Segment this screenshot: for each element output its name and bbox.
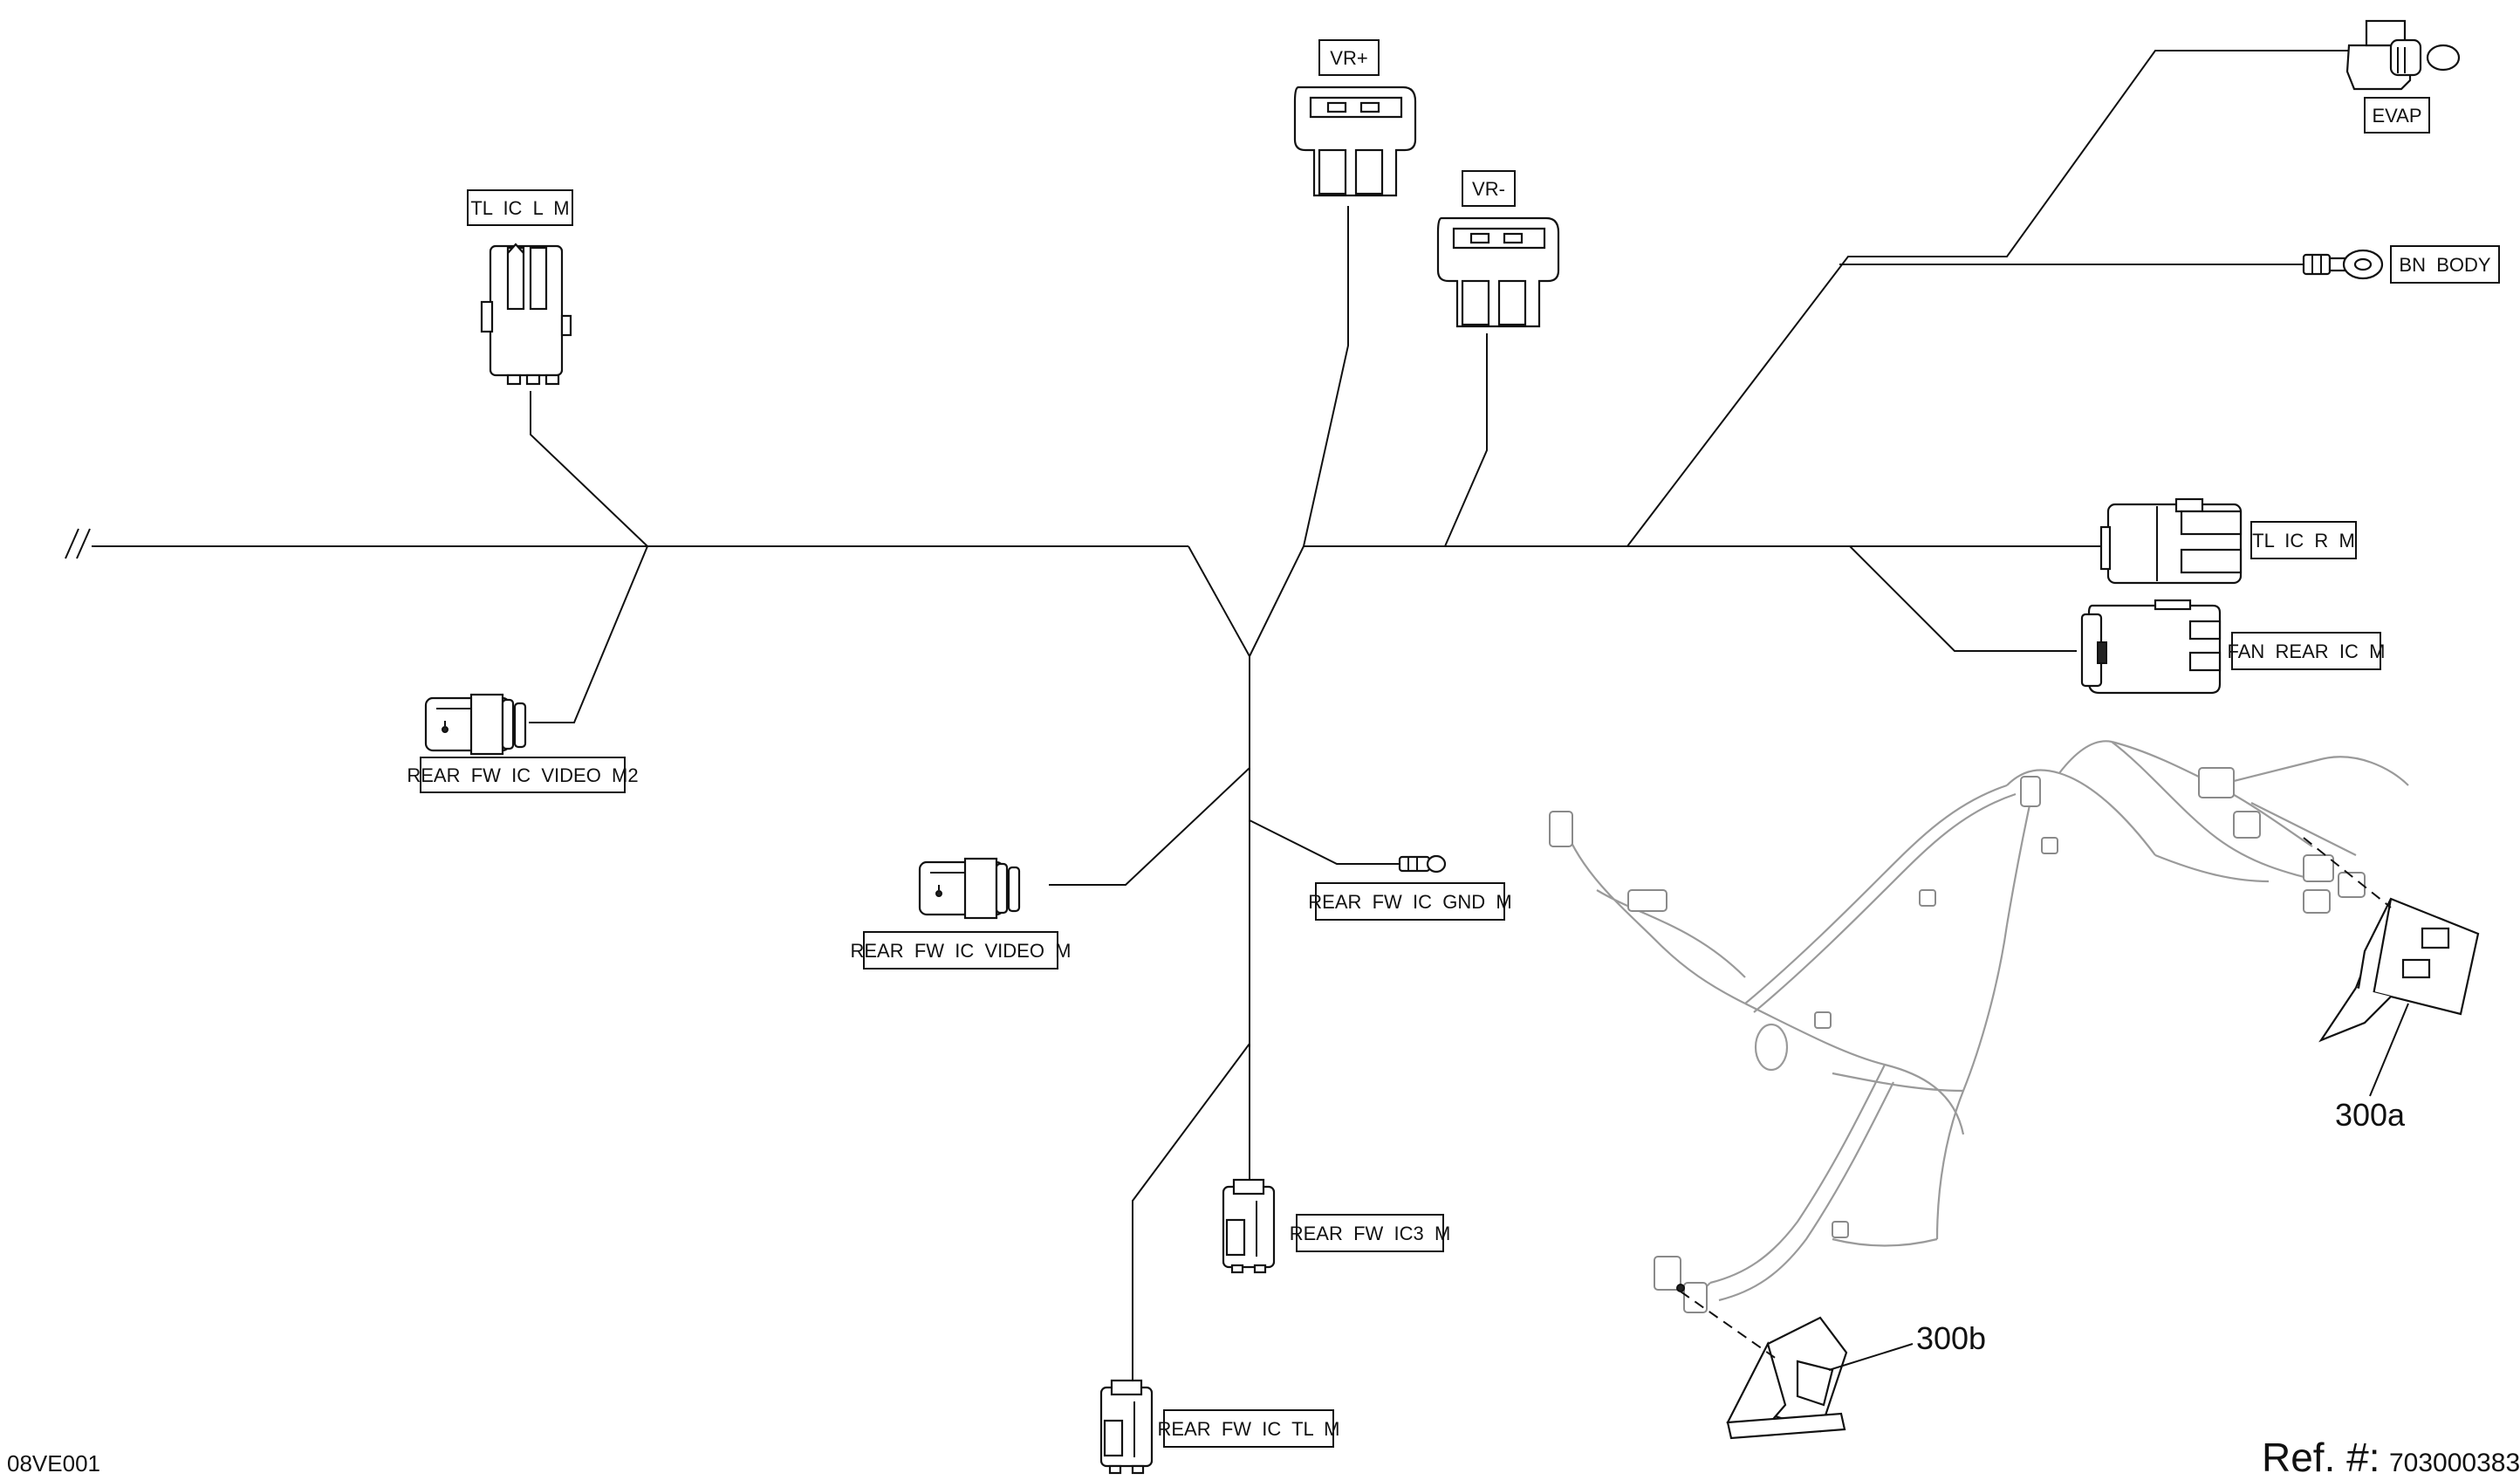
- rear-fw-ic-video-m-connector: [918, 857, 1021, 920]
- tag-bn-body-text: BN BODY: [2399, 254, 2490, 276]
- tag-vr-minus-text: VR-: [1472, 178, 1505, 200]
- rear-fw-ic-gnd-m-connector: [1398, 854, 1447, 874]
- tag-tl-ic-l-m-text: TL IC L M: [470, 197, 569, 219]
- bracket-300b: [1676, 1284, 1914, 1440]
- tag-tl-ic-r-m-text: TL IC R M: [2252, 530, 2355, 552]
- tag-rear-fw-ic-video-m2-text: REAR FW IC VIDEO M2: [407, 764, 638, 786]
- tag-rear-fw-ic-video-m: REAR FW IC VIDEO M: [850, 931, 1072, 970]
- fan-rear-ic-m-connector: [2080, 599, 2222, 695]
- drawing-code: 08VE001: [7, 1450, 100, 1477]
- tag-rear-fw-ic-tl-m: REAR FW IC TL M: [1157, 1409, 1340, 1448]
- main-harness-trunk: [65, 528, 2103, 1187]
- rear-fw-ic3-m-connector: [1222, 1178, 1276, 1274]
- callout-300b: 300b: [1916, 1320, 1986, 1356]
- tag-rear-fw-ic-tl-m-text: REAR FW IC TL M: [1157, 1418, 1339, 1440]
- rear-fw-ic-tl-m-connector: [1099, 1379, 1154, 1475]
- bracket-300a: [2303, 837, 2480, 1097]
- tag-vr-plus-text: VR+: [1330, 47, 1367, 69]
- tag-evap-text: EVAP: [2372, 105, 2421, 127]
- tag-vr-plus: VR+: [1318, 39, 1380, 76]
- vr-plus-connector: [1293, 86, 1417, 197]
- tag-tl-ic-r-m: TL IC R M: [2250, 521, 2357, 559]
- vr-minus-connector: [1436, 216, 1560, 328]
- rear-fw-ic-video-m2-connector: [424, 693, 527, 756]
- tag-rear-fw-ic-gnd-m-text: REAR FW IC GND M: [1308, 891, 1511, 913]
- tag-rear-fw-ic-video-m2: REAR FW IC VIDEO M2: [407, 757, 639, 793]
- tag-evap: EVAP: [2364, 97, 2430, 134]
- tag-rear-fw-ic3-m-text: REAR FW IC3 M: [1290, 1223, 1451, 1244]
- harness-isometric-view: [1549, 740, 2409, 1313]
- tag-vr-minus: VR-: [1462, 170, 1516, 207]
- callout-300a: 300a: [2335, 1097, 2406, 1133]
- tag-bn-body: BN BODY: [2390, 245, 2500, 284]
- ref-number: 703000383: [2389, 1449, 2520, 1477]
- ref-label: Ref. #:: [2262, 1435, 2380, 1480]
- evap-connector: [2345, 19, 2461, 91]
- tag-rear-fw-ic-video-m-text: REAR FW IC VIDEO M: [850, 940, 1071, 962]
- tag-rear-fw-ic-gnd-m: REAR FW IC GND M: [1308, 882, 1512, 921]
- tag-rear-fw-ic3-m: REAR FW IC3 M: [1290, 1214, 1451, 1252]
- tag-fan-rear-ic-m: FAN REAR IC M: [2228, 632, 2386, 670]
- tag-fan-rear-ic-m-text: FAN REAR IC M: [2228, 641, 2386, 662]
- tl-ic-l-m-connector: [480, 243, 572, 386]
- tag-tl-ic-l-m: TL IC L M: [467, 189, 573, 226]
- bn-body-ring-terminal: [2302, 249, 2384, 280]
- tl-ic-r-m-connector: [2099, 497, 2243, 585]
